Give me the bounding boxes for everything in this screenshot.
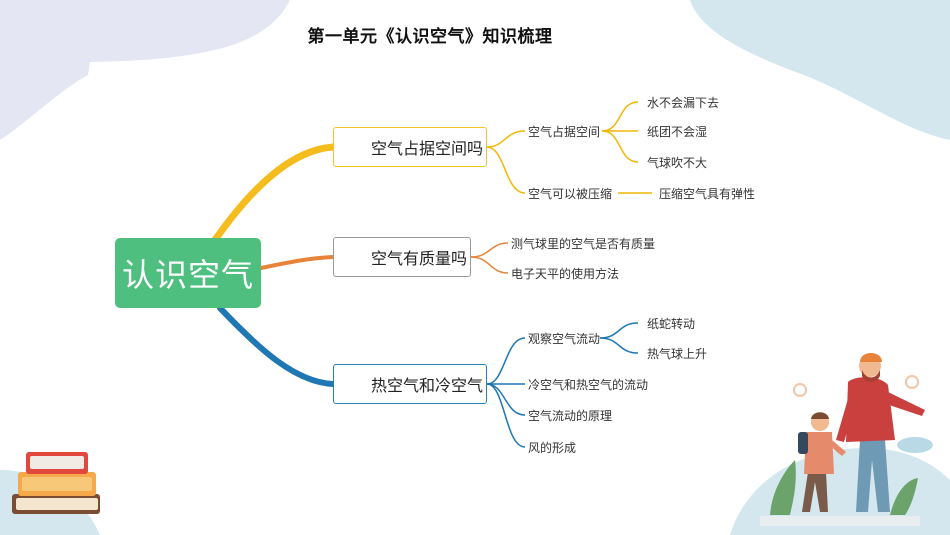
leaf-measure-balloon-air-mass[interactable]: 测气球里的空气是否有质量 — [511, 237, 656, 251]
page-title: 第一单元《认识空气》知识梳理 — [307, 27, 553, 47]
leaf-wind-formation[interactable]: 风的形成 — [528, 441, 577, 455]
leaf-water-not-leak[interactable]: 水不会漏下去 — [647, 96, 720, 110]
node-observe-air-flow[interactable]: 观察空气流动 — [528, 332, 601, 346]
connector-root-to-b3 — [217, 305, 336, 387]
b3-connectors — [486, 322, 639, 448]
leaf-air-flow-principle[interactable]: 空气流动的原理 — [528, 409, 613, 423]
branch-label: 空气占据空间吗 — [371, 139, 484, 158]
connector-root-to-b2 — [259, 255, 335, 270]
branch-node-hot-cold-air[interactable]: 热空气和冷空气 — [333, 364, 487, 404]
leaf-paper-snake-spins[interactable]: 纸蛇转动 — [647, 317, 696, 331]
branch-label: 热空气和冷空气 — [371, 376, 484, 395]
branch-node-space[interactable]: 空气占据空间吗 — [333, 127, 487, 167]
connector-root-to-b1 — [211, 143, 337, 244]
node-air-occupies-space[interactable]: 空气占据空间 — [528, 125, 601, 139]
leaf-balloon-not-inflate[interactable]: 气球吹不大 — [647, 156, 708, 170]
root-node[interactable]: 认识空气 — [115, 238, 261, 308]
leaf-paper-stays-dry[interactable]: 纸团不会湿 — [647, 125, 708, 139]
node-air-compressible[interactable]: 空气可以被压缩 — [528, 187, 613, 201]
branch-node-mass[interactable]: 空气有质量吗 — [333, 237, 471, 277]
leaf-hot-air-balloon-rises[interactable]: 热气球上升 — [647, 347, 708, 361]
leaf-compressed-air-elastic[interactable]: 压缩空气具有弹性 — [659, 187, 756, 201]
b1-connectors — [486, 101, 652, 194]
top-right-blob — [690, 0, 950, 140]
b2-connectors — [470, 242, 509, 274]
branch-label: 空气有质量吗 — [371, 249, 468, 268]
leaf-electronic-balance-usage[interactable]: 电子天平的使用方法 — [511, 267, 620, 281]
top-left-blob — [0, 0, 290, 140]
leaf-cold-hot-air-flow[interactable]: 冷空气和热空气的流动 — [528, 378, 649, 392]
walking-people-illustration — [760, 353, 933, 526]
books-illustration — [12, 452, 100, 514]
